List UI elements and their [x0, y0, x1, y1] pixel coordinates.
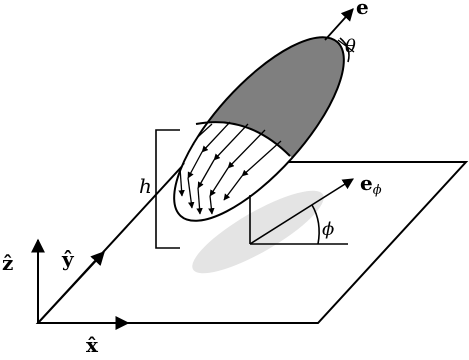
particle-outline — [173, 36, 345, 222]
e-phi-base: e — [360, 171, 373, 195]
floor-plane — [35, 161, 469, 324]
x-axis-label: x̂ — [86, 333, 99, 357]
height-label: h — [139, 174, 152, 198]
height-bracket — [155, 129, 180, 249]
theta-label: θ — [345, 36, 356, 57]
phi-arc — [311, 204, 320, 245]
particle-shadow — [192, 190, 324, 274]
e-label: e — [356, 0, 369, 19]
e-phi-vector — [249, 178, 354, 245]
y-axis-label: ŷ — [61, 247, 75, 271]
e-phi-label: eϕ — [360, 171, 382, 198]
theta-arc — [339, 37, 350, 63]
phi-label: ϕ — [322, 219, 334, 240]
z-axis-label: ẑ — [2, 251, 13, 275]
y-axis-arrow — [37, 250, 105, 324]
e-phi-subscript: ϕ — [373, 183, 382, 198]
orientation-vector-e — [324, 8, 354, 41]
